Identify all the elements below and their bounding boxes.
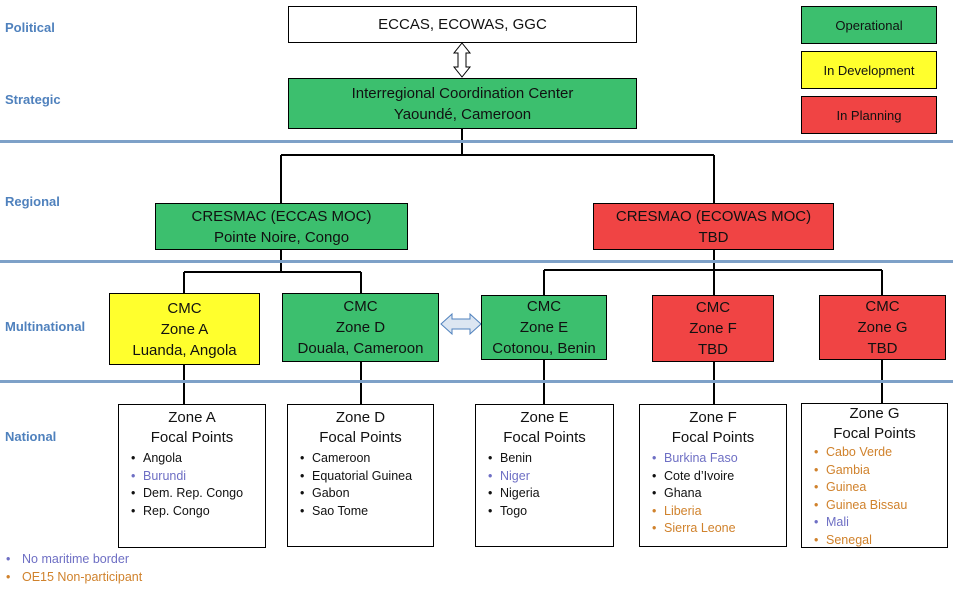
list-item: Dem. Rep. Congo <box>131 485 265 503</box>
focal-points-zone-e-subtitle: Focal Points <box>503 429 586 446</box>
list-item: Gambia <box>814 462 947 480</box>
focal-points-zone-f-title: Zone F <box>689 409 737 426</box>
focal-points-zone-e: Zone E Focal Points Benin Niger Nigeria … <box>475 404 614 547</box>
legend-operational-label: Operational <box>835 17 903 33</box>
list-item: Cote d’Ivoire <box>652 468 786 486</box>
cresmac-name: CRESMAC (ECCAS MOC) <box>191 207 372 225</box>
focal-points-zone-f: Zone F Focal Points Burkina Faso Cote d’… <box>639 404 787 547</box>
legend-in-development-label: In Development <box>823 62 915 78</box>
zone-f-name: Zone F <box>689 320 737 337</box>
list-item: Cabo Verde <box>814 444 947 462</box>
political-box-label: ECCAS, ECOWAS, GGC <box>378 16 547 33</box>
zone-d-name: Zone D <box>335 319 386 336</box>
legend-operational: Operational <box>801 6 937 44</box>
level-label-multinational: Multinational <box>5 319 86 334</box>
list-item: Guinea <box>814 479 947 497</box>
focal-points-zone-a-title: Zone A <box>168 409 216 426</box>
legend-in-development: In Development <box>801 51 937 89</box>
focal-points-zone-d-subtitle: Focal Points <box>319 429 402 446</box>
zone-a-location: Luanda, Angola <box>132 341 237 359</box>
list-item: Equatorial Guinea <box>300 468 433 486</box>
level-label-regional: Regional <box>5 194 60 209</box>
zone-box-g: CMC Zone G TBD <box>819 295 946 360</box>
zone-a-name: Zone A <box>160 320 209 338</box>
list-item: Sao Tome <box>300 503 433 521</box>
focal-points-zone-d: Zone D Focal Points Cameroon Equatorial … <box>287 404 434 547</box>
zone-d-cmc: CMC <box>343 298 378 315</box>
zone-g-name: Zone G <box>857 319 908 336</box>
focal-points-zone-d-list: Cameroon Equatorial Guinea Gabon Sao Tom… <box>288 450 433 520</box>
list-item: Ghana <box>652 485 786 503</box>
focal-points-zone-g: Zone G Focal Points Cabo Verde Gambia Gu… <box>801 403 948 548</box>
separator-multinational-national <box>0 380 953 383</box>
note-no-maritime-border: No maritime border <box>6 552 129 566</box>
list-item: Mali <box>814 514 947 532</box>
double-arrow-horizontal-icon <box>440 312 482 336</box>
focal-points-zone-f-list: Burkina Faso Cote d’Ivoire Ghana Liberia… <box>640 450 786 538</box>
zone-f-location: TBD <box>698 341 728 358</box>
double-arrow-vertical-icon <box>452 42 472 78</box>
list-item: Angola <box>131 450 265 468</box>
separator-regional-multinational <box>0 260 953 263</box>
list-item: Burundi <box>131 468 265 486</box>
zone-box-e: CMC Zone E Cotonou, Benin <box>481 295 607 360</box>
zone-box-f: CMC Zone F TBD <box>652 295 774 362</box>
regional-box-cresmac: CRESMAC (ECCAS MOC) Pointe Noire, Congo <box>155 203 408 250</box>
list-item: Guinea Bissau <box>814 497 947 515</box>
icc-name: Interregional Coordination Center <box>351 84 574 102</box>
zone-box-d: CMC Zone D Douala, Cameroon <box>282 293 439 362</box>
list-item: Rep. Congo <box>131 503 265 521</box>
focal-points-zone-g-list: Cabo Verde Gambia Guinea Guinea Bissau M… <box>802 444 947 549</box>
legend-in-planning-label: In Planning <box>836 107 902 123</box>
level-label-strategic: Strategic <box>5 92 61 107</box>
zone-box-a: CMC Zone A Luanda, Angola <box>109 293 260 365</box>
cresmao-name: CRESMAO (ECOWAS MOC) <box>615 207 812 225</box>
zone-e-name: Zone E <box>519 319 569 336</box>
list-item: Niger <box>488 468 613 486</box>
separator-strategic-regional <box>0 140 953 143</box>
level-label-national: National <box>5 429 57 444</box>
list-item: Liberia <box>652 503 786 521</box>
focal-points-zone-f-subtitle: Focal Points <box>671 429 755 446</box>
focal-points-zone-d-title: Zone D <box>335 409 386 426</box>
list-item: Benin <box>488 450 613 468</box>
list-item: Sierra Leone <box>652 520 786 538</box>
list-item: Gabon <box>300 485 433 503</box>
list-item: Togo <box>488 503 613 521</box>
focal-points-zone-a-list: Angola Burundi Dem. Rep. Congo Rep. Cong… <box>119 450 265 520</box>
list-item: Burkina Faso <box>652 450 786 468</box>
focal-points-zone-a-subtitle: Focal Points <box>150 429 234 446</box>
focal-points-zone-g-title: Zone G <box>849 405 900 422</box>
zone-a-cmc: CMC <box>167 299 202 317</box>
cresmac-location: Pointe Noire, Congo <box>213 228 350 246</box>
zone-d-location: Douala, Cameroon <box>297 340 424 357</box>
zone-g-location: TBD <box>867 340 898 357</box>
icc-location: Yaoundé, Cameroon <box>393 105 532 123</box>
level-label-political: Political <box>5 20 55 35</box>
list-item: Senegal <box>814 532 947 550</box>
strategic-box-icc: Interregional Coordination Center Yaound… <box>288 78 637 129</box>
zone-f-cmc: CMC <box>695 299 731 316</box>
note-non-participant: OE15 Non-participant <box>6 570 142 584</box>
focal-points-zone-a: Zone A Focal Points Angola Burundi Dem. … <box>118 404 266 548</box>
focal-points-zone-g-subtitle: Focal Points <box>833 425 916 442</box>
list-item: Nigeria <box>488 485 613 503</box>
legend-in-planning: In Planning <box>801 96 937 134</box>
zone-g-cmc: CMC <box>865 298 900 315</box>
focal-points-zone-e-list: Benin Niger Nigeria Togo <box>476 450 613 520</box>
regional-box-cresmao: CRESMAO (ECOWAS MOC) TBD <box>593 203 834 250</box>
political-box: ECCAS, ECOWAS, GGC <box>288 6 637 43</box>
cresmao-location: TBD <box>698 228 729 246</box>
zone-e-location: Cotonou, Benin <box>492 340 596 357</box>
focal-points-zone-e-title: Zone E <box>520 409 569 426</box>
zone-e-cmc: CMC <box>526 298 562 315</box>
list-item: Cameroon <box>300 450 433 468</box>
